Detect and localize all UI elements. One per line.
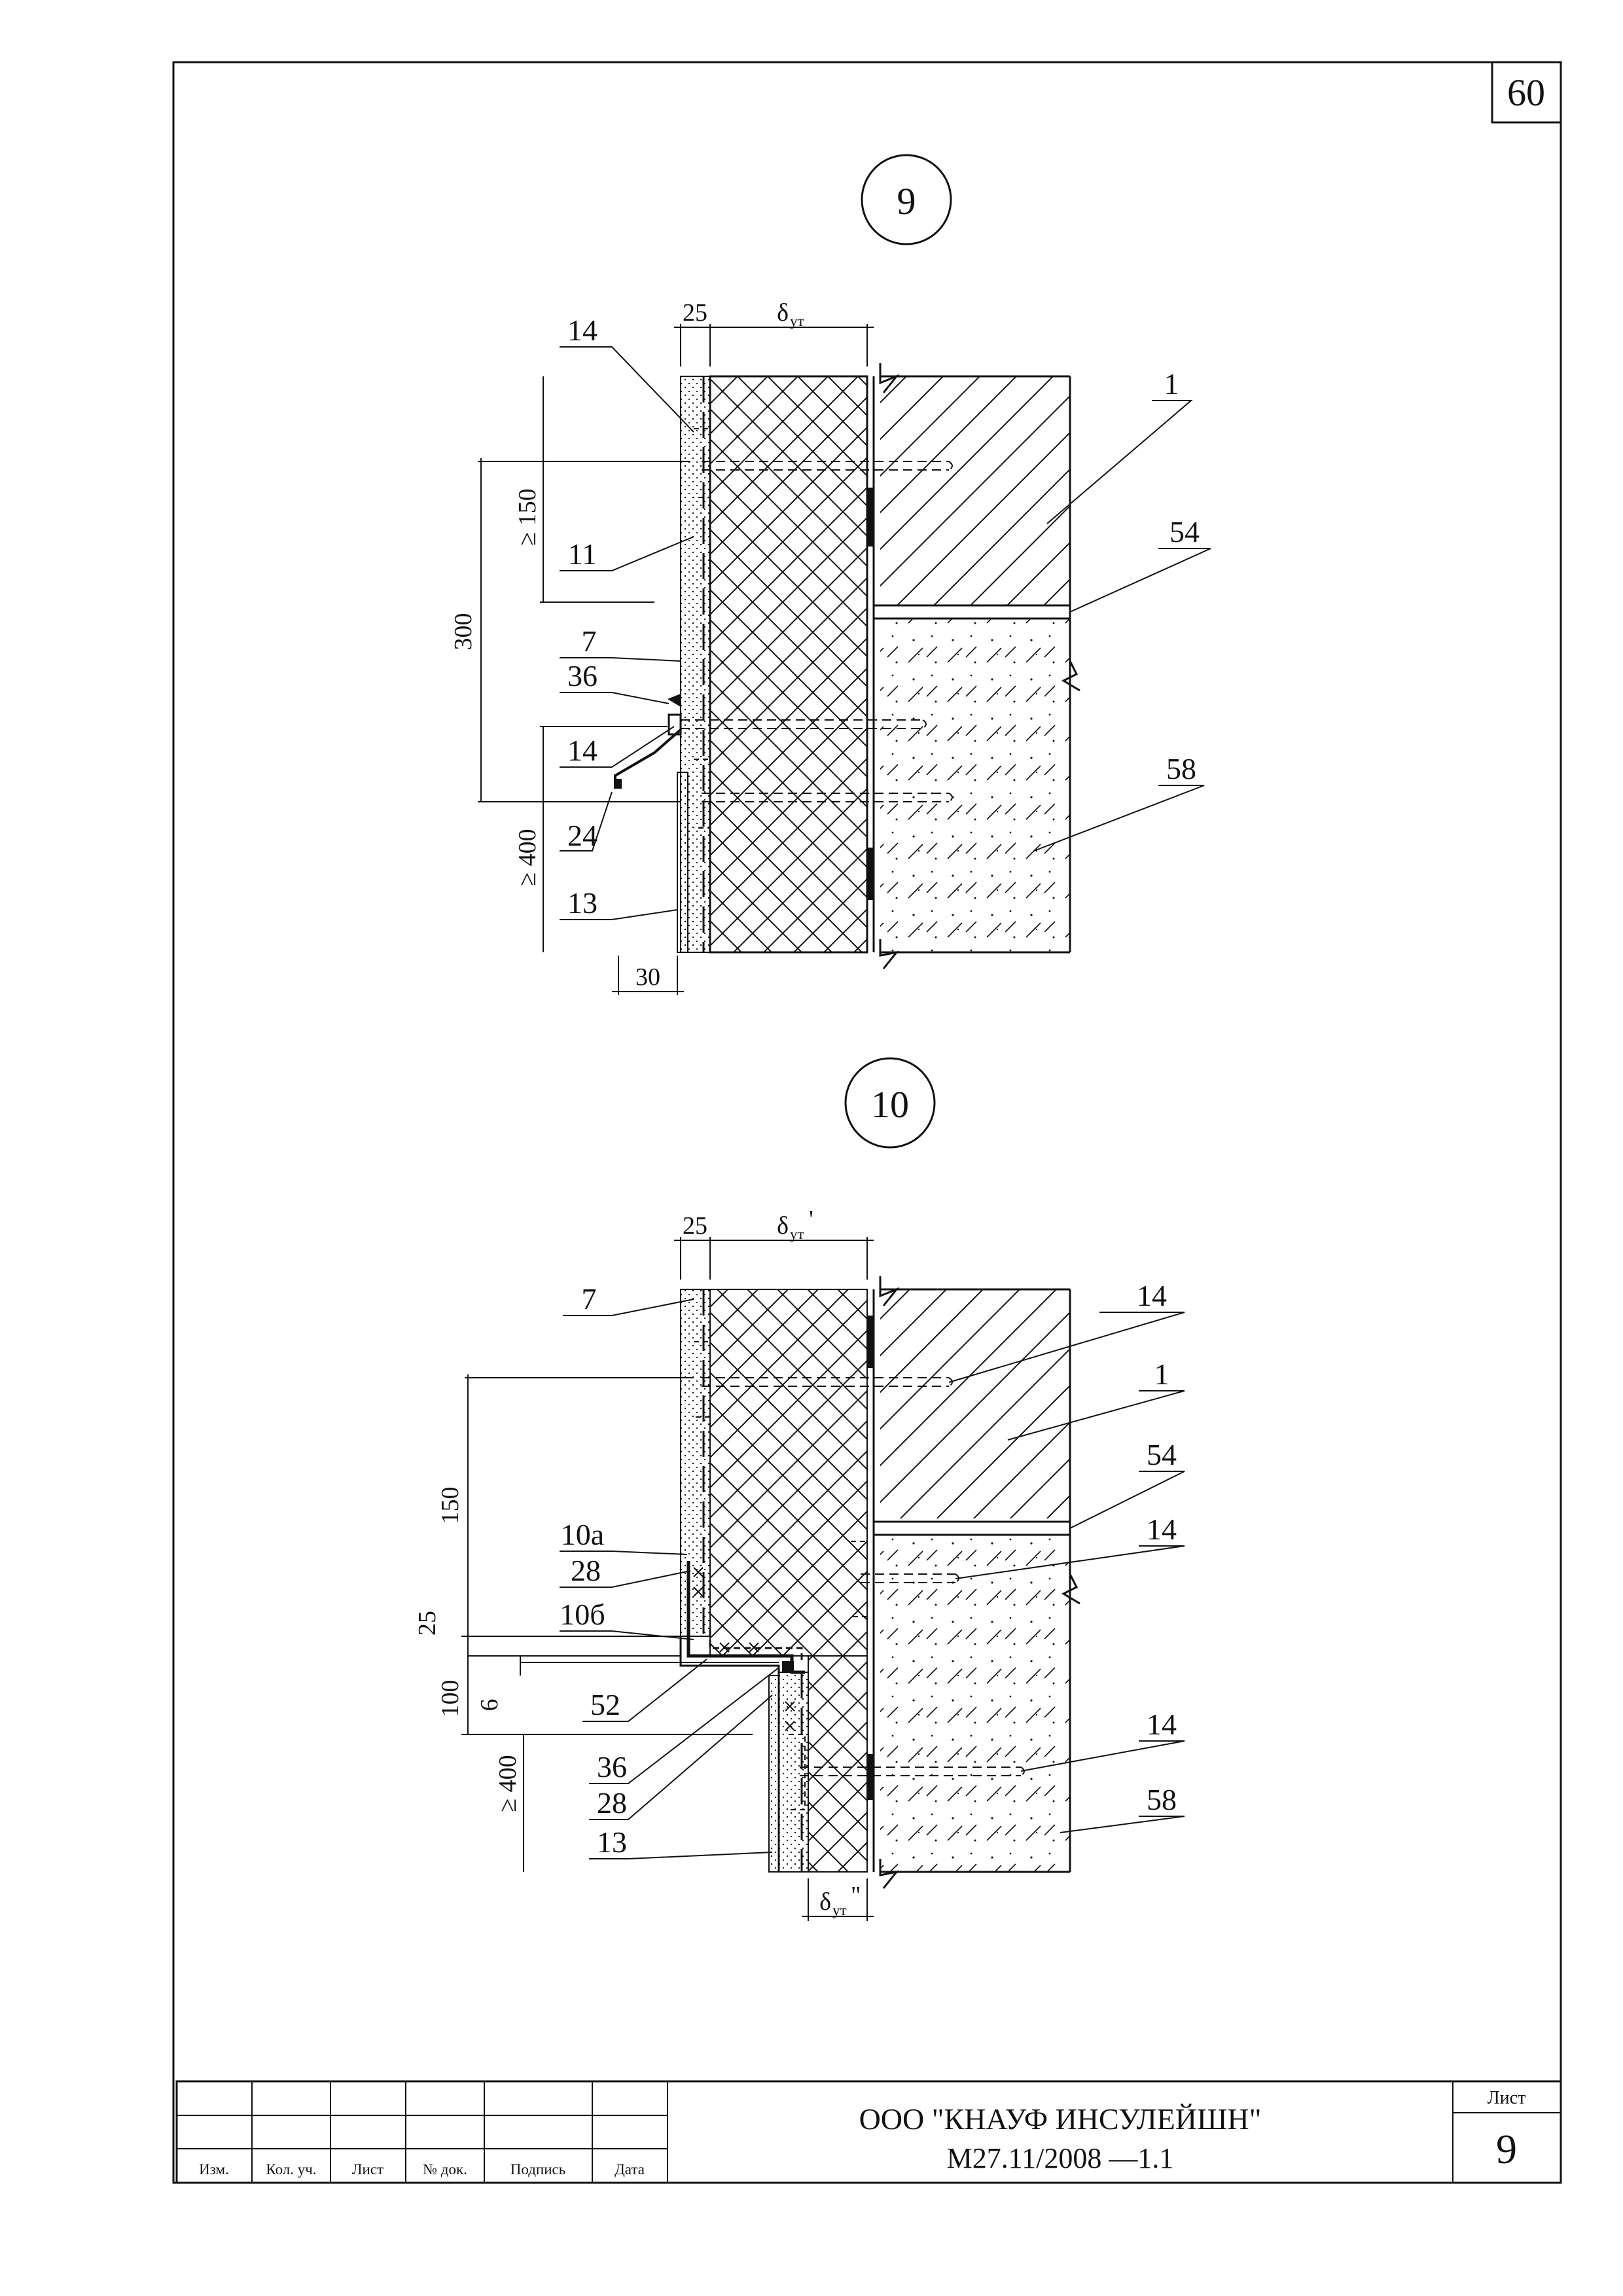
dim-min-400: ≥ 400 — [514, 829, 541, 886]
brick-wall — [880, 1289, 1070, 1518]
company-name: ООО "КНАУФ ИНСУЛЕЙШН" — [859, 2102, 1262, 2136]
sheet-number: 9 — [1496, 2126, 1517, 2172]
detail-9-marker — [861, 154, 952, 245]
dim-delta-lower-mark: " — [851, 1882, 861, 1909]
brick-wall — [880, 376, 1070, 605]
page-number-box — [1491, 61, 1562, 124]
callout-13: 13 — [567, 886, 597, 920]
callout-7: 7 — [582, 624, 597, 658]
col-izm: Изм. — [199, 2161, 229, 2178]
callout-1: 1 — [1154, 1357, 1169, 1391]
callout-54: 54 — [1147, 1438, 1177, 1471]
callout-58: 58 — [1147, 1783, 1177, 1816]
plaster-lower — [778, 1672, 809, 1873]
dim-min-400: ≥ 400 — [494, 1755, 522, 1812]
callout-14c: 14 — [1147, 1708, 1177, 1741]
dim-delta: δ — [777, 299, 789, 327]
col-nom-dok: № док. — [423, 2161, 467, 2178]
dim-delta-sub: ут — [790, 1226, 804, 1242]
dim-25: 25 — [683, 1212, 707, 1240]
callout-58: 58 — [1166, 752, 1196, 785]
dim-delta-sub: ут — [790, 313, 804, 329]
callout-11: 11 — [568, 537, 597, 571]
callout-14b: 14 — [1147, 1513, 1177, 1546]
callout-10b: 10б — [560, 1598, 605, 1631]
insulation-upper — [709, 1289, 868, 1657]
callout-10a: 10а — [561, 1518, 604, 1551]
dim-delta-mark: ' — [809, 1206, 813, 1233]
callout-1: 1 — [1164, 367, 1179, 401]
callout-14: 14 — [1137, 1279, 1167, 1312]
dim-delta-lower: δ — [819, 1888, 831, 1916]
callout-7: 7 — [582, 1282, 597, 1316]
plaster-upper — [680, 1289, 711, 1637]
detail-10-number: 10 — [871, 1083, 909, 1126]
dim-100: 100 — [437, 1680, 464, 1717]
dim-300: 300 — [450, 613, 477, 651]
concrete-slab — [880, 1535, 1070, 1872]
col-data: Дата — [615, 2161, 645, 2178]
detail-9: 9 — [450, 154, 1211, 995]
callout-13: 13 — [597, 1825, 627, 1859]
page-number: 60 — [1507, 71, 1545, 114]
col-podpis: Подпись — [510, 2161, 565, 2178]
dim-30: 30 — [635, 963, 660, 991]
callout-28: 28 — [571, 1554, 601, 1587]
dim-delta-lower-sub: ут — [832, 1902, 847, 1918]
callout-36: 36 — [597, 1750, 627, 1784]
document-code: М27.11/2008 —1.1 — [947, 2142, 1174, 2174]
dim-25: 25 — [683, 299, 707, 327]
dim-6: 6 — [476, 1699, 503, 1712]
detail-9-number: 9 — [897, 180, 916, 223]
callout-36: 36 — [567, 659, 597, 692]
callout-54: 54 — [1169, 515, 1200, 548]
detail-10-marker — [844, 1057, 936, 1149]
dim-150: 150 — [437, 1487, 464, 1524]
dim-25b: 25 — [414, 1611, 441, 1636]
col-list: Лист — [352, 2161, 383, 2178]
col-kol-uch: Кол. уч. — [266, 2161, 316, 2178]
dim-min-150: ≥ 150 — [514, 488, 541, 545]
callout-14: 14 — [567, 314, 597, 347]
callout-24: 24 — [567, 819, 597, 852]
concrete-slab — [880, 619, 1070, 952]
callout-52: 52 — [590, 1688, 620, 1721]
title-block: Изм. Кол. уч. Лист № док. Подпись Дата О… — [175, 2080, 1562, 2184]
callout-14b: 14 — [567, 734, 597, 767]
insulation-lower — [808, 1655, 868, 1873]
callout-28b: 28 — [597, 1786, 627, 1820]
insulation-layer — [709, 375, 868, 954]
sheet-label: Лист — [1488, 2088, 1526, 2108]
dim-delta: δ — [777, 1212, 789, 1240]
detail-10: 10 — [414, 1057, 1185, 1921]
